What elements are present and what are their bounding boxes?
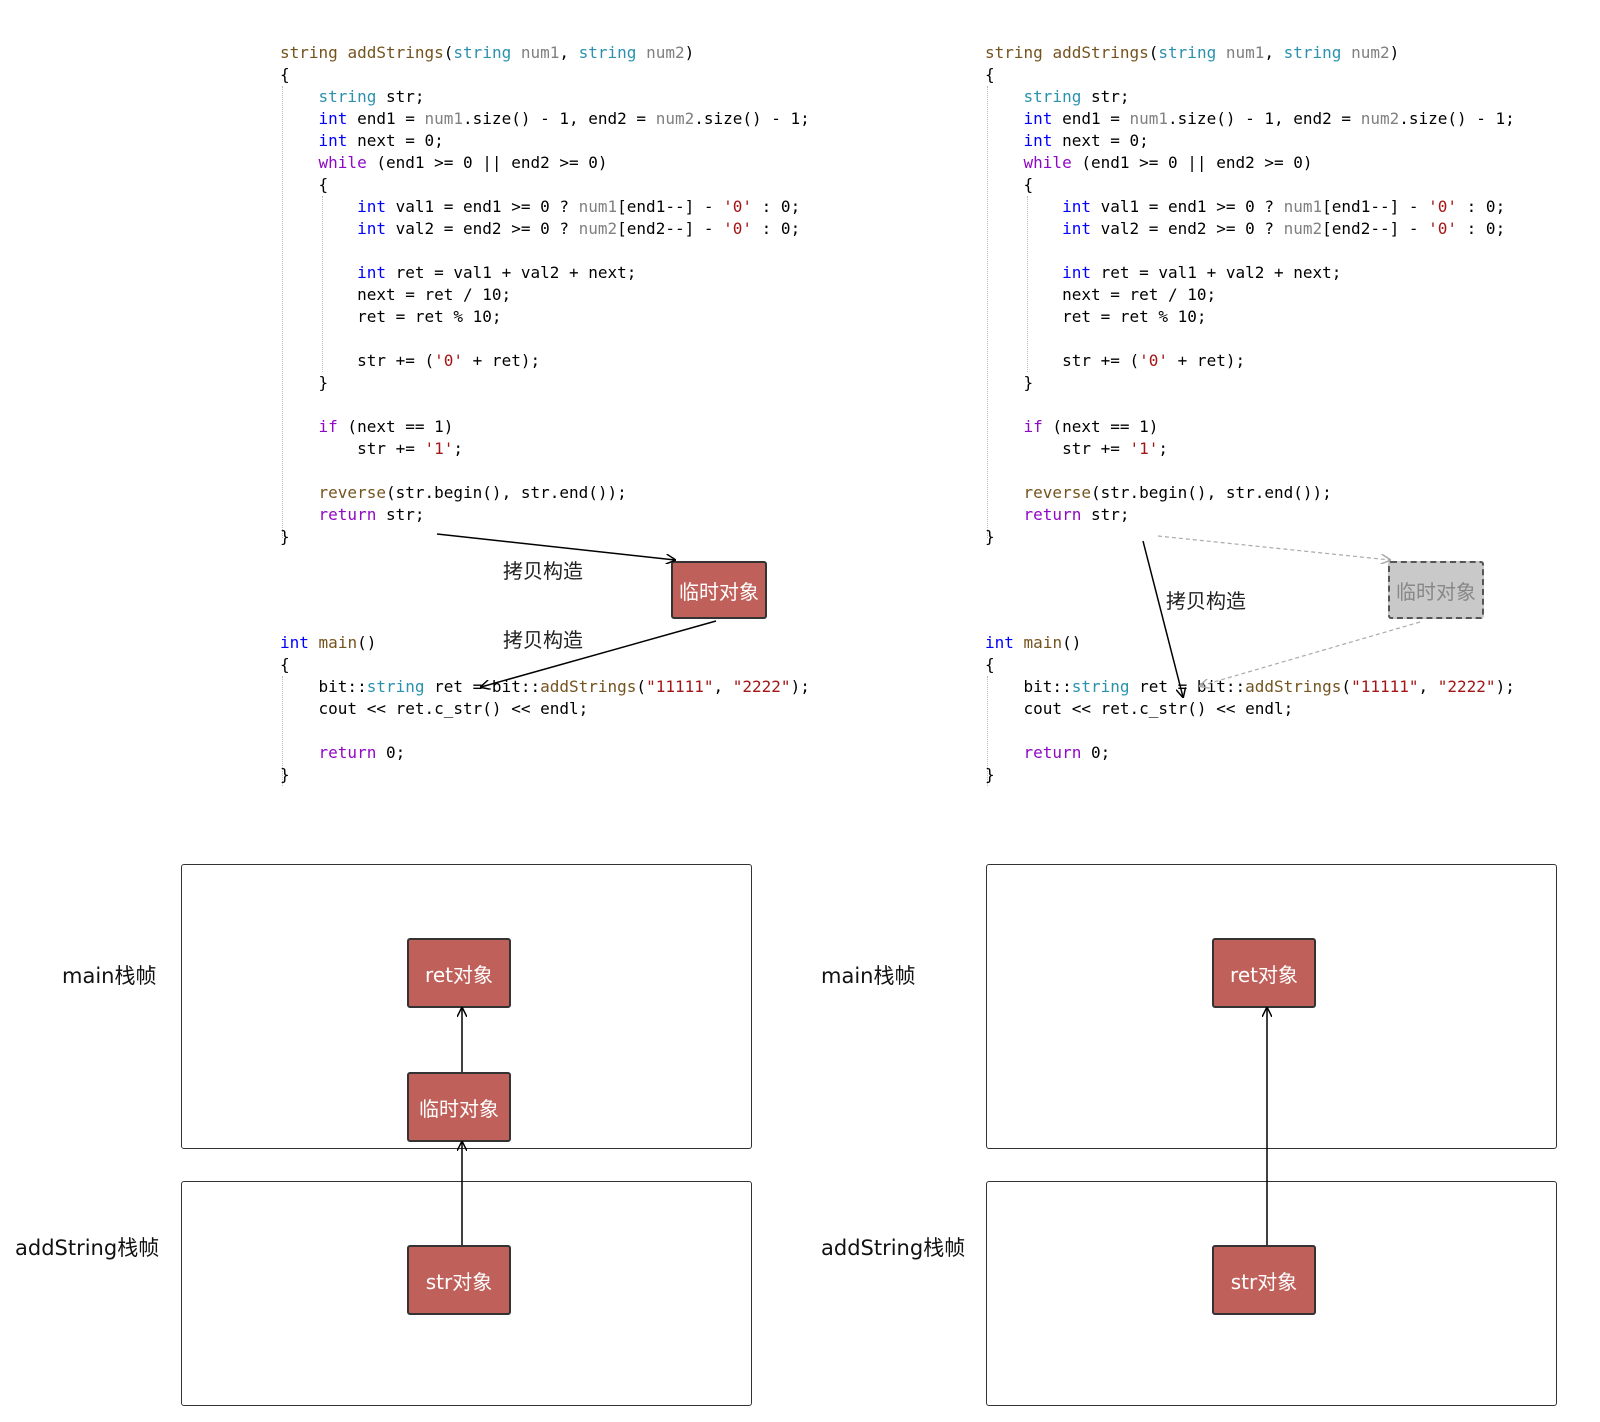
- code-line: string str;: [318, 87, 425, 106]
- code-line: int next = 0;: [318, 131, 444, 150]
- code-line: while (end1 >= 0 || end2 >= 0): [1023, 153, 1313, 172]
- code-line: {: [280, 65, 290, 84]
- copy-construct-label: 拷贝构造: [1166, 589, 1246, 613]
- code-line: int main(): [280, 633, 377, 652]
- code-line: {: [985, 175, 1034, 194]
- code-line: string str;: [1023, 87, 1130, 106]
- str-object-box: str对象: [1212, 1245, 1316, 1315]
- arrow-str-to-ret: [1142, 540, 1183, 697]
- code-line: return str;: [318, 505, 425, 524]
- code-line: if (next == 1): [1023, 417, 1159, 436]
- code-line: return 0;: [318, 743, 406, 762]
- code-line: bit::string ret = bit::addStrings("11111…: [280, 677, 810, 696]
- ret-object-box: ret对象: [1212, 938, 1316, 1008]
- code-line: }: [280, 373, 329, 392]
- code-line: ret = ret % 10;: [280, 307, 502, 326]
- code-line: cout << ret.c_str() << endl;: [280, 699, 589, 718]
- addstring-frame-label: addString栈帧: [15, 1236, 160, 1260]
- code-block-addstrings-left: string addStrings(string num1, string nu…: [280, 42, 810, 548]
- code-line: int end1 = num1.size() - 1, end2 = num2.…: [318, 109, 810, 128]
- code-line: }: [280, 765, 290, 784]
- addstring-frame-label: addString栈帧: [821, 1236, 966, 1260]
- code-line: str += ('0' + ret);: [985, 351, 1246, 370]
- indent-guide: [987, 676, 988, 786]
- code-line: }: [280, 527, 290, 546]
- code-line: if (next == 1): [318, 417, 454, 436]
- temp-object-box: 临时对象: [407, 1072, 511, 1142]
- code-line: reverse(str.begin(), str.end());: [1023, 483, 1332, 502]
- code-line: int ret = val1 + val2 + next;: [1062, 263, 1342, 282]
- code-line: int val2 = end2 >= 0 ? num2[end2--] - '0…: [357, 219, 801, 238]
- str-object-box: str对象: [407, 1245, 511, 1315]
- code-block-main-left: int main(){ bit::string ret = bit::addSt…: [280, 632, 810, 786]
- code-line: next = ret / 10;: [985, 285, 1217, 304]
- code-line: bit::string ret = bit::addStrings("11111…: [985, 677, 1515, 696]
- code-block-main-right: int main(){ bit::string ret = bit::addSt…: [985, 632, 1515, 786]
- temp-object-box: 临时对象: [671, 561, 767, 619]
- code-line: {: [280, 655, 290, 674]
- copy-construct-label: 拷贝构造: [503, 628, 583, 652]
- code-line: int next = 0;: [1023, 131, 1149, 150]
- code-line: string addStrings(string num1, string nu…: [985, 43, 1400, 62]
- code-line: int val1 = end1 >= 0 ? num1[end1--] - '0…: [357, 197, 801, 216]
- ret-object-box: ret对象: [407, 938, 511, 1008]
- code-line: str += ('0' + ret);: [280, 351, 541, 370]
- code-line: return str;: [1023, 505, 1130, 524]
- code-block-addstrings-right: string addStrings(string num1, string nu…: [985, 42, 1515, 548]
- code-line: str += '1';: [985, 439, 1169, 458]
- code-line: }: [985, 527, 995, 546]
- indent-guide: [282, 676, 283, 786]
- indent-guide: [322, 196, 323, 372]
- arrow-elided-temp-to-ret: [1200, 621, 1421, 686]
- code-line: int ret = val1 + val2 + next;: [357, 263, 637, 282]
- arrow-str-to-temp: [436, 533, 675, 560]
- temp-object-box-elided: 临时对象: [1388, 561, 1484, 619]
- code-line: reverse(str.begin(), str.end());: [318, 483, 627, 502]
- main-frame-label: main栈帧: [62, 964, 157, 988]
- code-line: {: [280, 175, 329, 194]
- code-line: return 0;: [1023, 743, 1111, 762]
- code-line: {: [985, 65, 995, 84]
- indent-guide: [987, 86, 988, 538]
- arrow-temp-to-ret: [481, 620, 717, 687]
- arrow-elided-str-to-temp: [1157, 535, 1390, 560]
- code-line: cout << ret.c_str() << endl;: [985, 699, 1294, 718]
- code-line: {: [985, 655, 995, 674]
- code-line: int main(): [985, 633, 1082, 652]
- indent-guide: [1027, 196, 1028, 372]
- code-line: int val2 = end2 >= 0 ? num2[end2--] - '0…: [1062, 219, 1506, 238]
- copy-construct-label: 拷贝构造: [503, 559, 583, 583]
- code-line: int end1 = num1.size() - 1, end2 = num2.…: [1023, 109, 1515, 128]
- code-line: while (end1 >= 0 || end2 >= 0): [318, 153, 608, 172]
- code-line: }: [985, 765, 995, 784]
- main-frame-label: main栈帧: [821, 964, 916, 988]
- code-line: }: [985, 373, 1034, 392]
- code-line: str += '1';: [280, 439, 464, 458]
- indent-guide: [282, 86, 283, 538]
- code-line: string addStrings(string num1, string nu…: [280, 43, 695, 62]
- code-line: next = ret / 10;: [280, 285, 512, 304]
- code-line: ret = ret % 10;: [985, 307, 1207, 326]
- code-line: int val1 = end1 >= 0 ? num1[end1--] - '0…: [1062, 197, 1506, 216]
